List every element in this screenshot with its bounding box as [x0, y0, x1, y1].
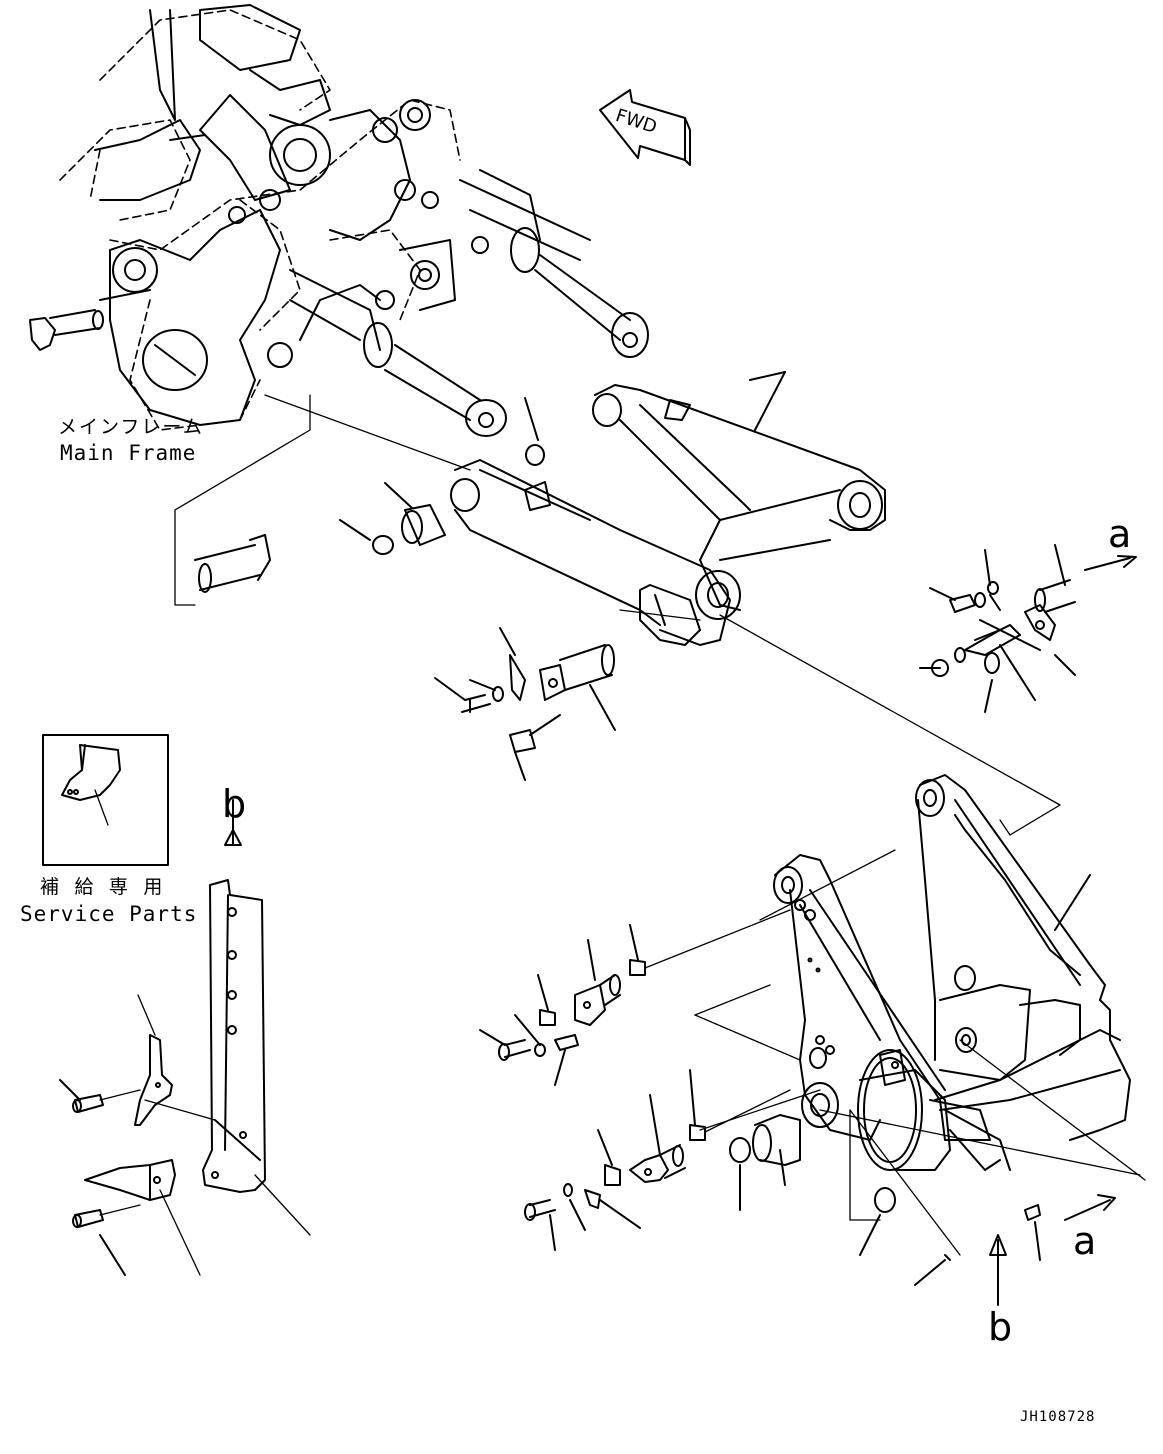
pins-bushings: [195, 398, 615, 780]
service-parts-label-en: Service Parts: [20, 902, 198, 926]
drawing-code: JH108728: [1020, 1409, 1096, 1425]
service-parts-label-jp: 補 給 専 用: [40, 876, 165, 898]
main-frame-label-jp: メインフレーム: [58, 416, 204, 438]
ref-b-bottom: b: [988, 1305, 1013, 1349]
lift-arm-boom: [774, 775, 1130, 1170]
ref-b-left: b: [222, 782, 247, 826]
service-parts-box: [43, 735, 168, 865]
lower-pins-fittings: [480, 910, 1115, 1305]
main-frame-label-en: Main Frame: [60, 441, 197, 465]
main-frame-drawing: [30, 5, 690, 436]
bucket-pin-assembly: [920, 545, 1136, 712]
ref-a-bottom: a: [1073, 1219, 1097, 1263]
bellcrank-link: [451, 372, 885, 645]
leader-lines: [175, 395, 1145, 1255]
ref-a-top: a: [1108, 512, 1132, 556]
side-cutter-plate: [60, 800, 310, 1275]
